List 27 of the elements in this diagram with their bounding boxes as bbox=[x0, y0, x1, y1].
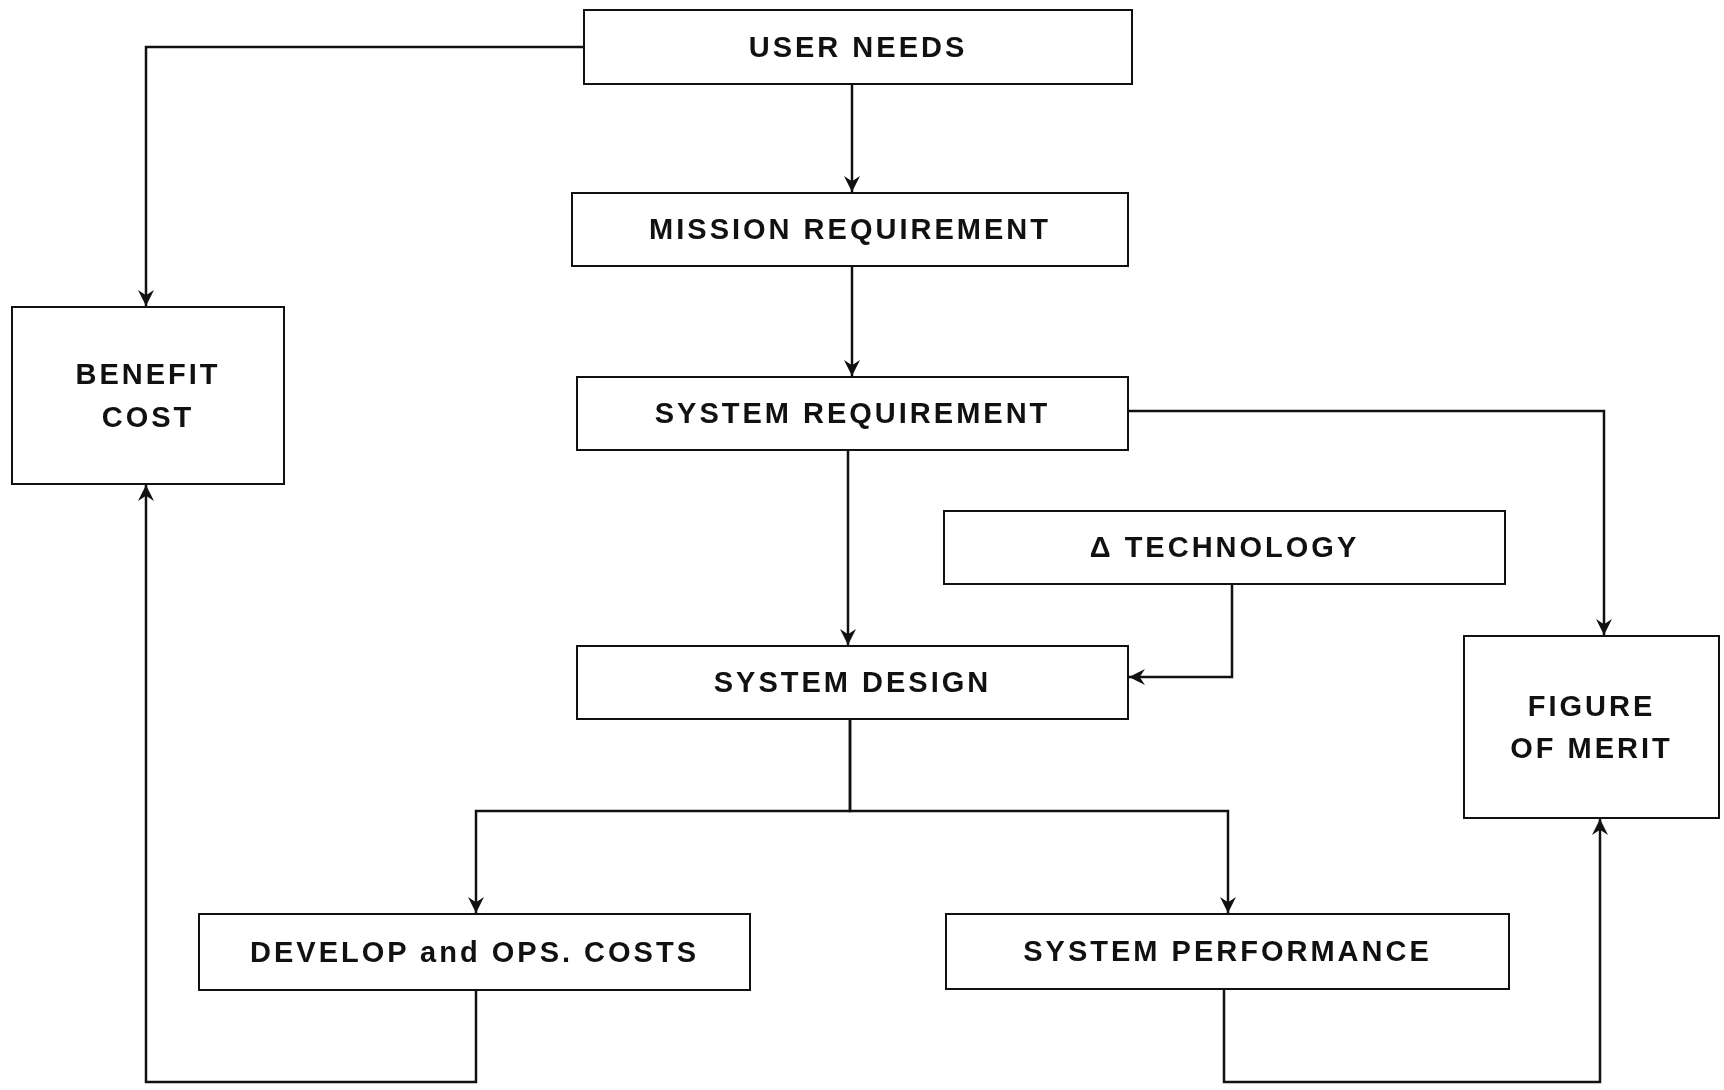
box-label: USER NEEDS bbox=[748, 29, 968, 65]
box-label: SYSTEM PERFORMANCE bbox=[1023, 934, 1432, 970]
box-label: MISSION REQUIREMENT bbox=[649, 212, 1051, 248]
process-box bbox=[11, 306, 285, 485]
arrow bbox=[1222, 819, 1608, 1084]
arrow bbox=[844, 85, 860, 192]
box-label: SYSTEM REQUIREMENT bbox=[654, 396, 1051, 432]
arrow bbox=[1129, 409, 1612, 635]
box-label: BENEFIT COST bbox=[74, 357, 222, 435]
process-box bbox=[943, 510, 1506, 585]
arrow bbox=[848, 720, 1236, 913]
arrow bbox=[138, 485, 478, 1084]
process-box bbox=[1463, 635, 1720, 819]
arrow bbox=[844, 267, 860, 376]
box-label: SYSTEM DESIGN bbox=[713, 665, 992, 701]
process-box bbox=[576, 645, 1129, 720]
process-box bbox=[583, 9, 1133, 85]
process-box bbox=[576, 376, 1129, 451]
box-label: FIGURE OF MERIT bbox=[1509, 688, 1674, 766]
box-label: Δ TECHNOLOGY bbox=[1089, 530, 1360, 566]
arrow bbox=[1129, 585, 1234, 685]
arrow bbox=[840, 451, 856, 645]
arrow bbox=[138, 45, 583, 306]
process-box bbox=[198, 913, 751, 991]
process-box bbox=[571, 192, 1129, 267]
box-label: DEVELOP and OPS. COSTS bbox=[250, 934, 699, 970]
process-box bbox=[945, 913, 1510, 990]
